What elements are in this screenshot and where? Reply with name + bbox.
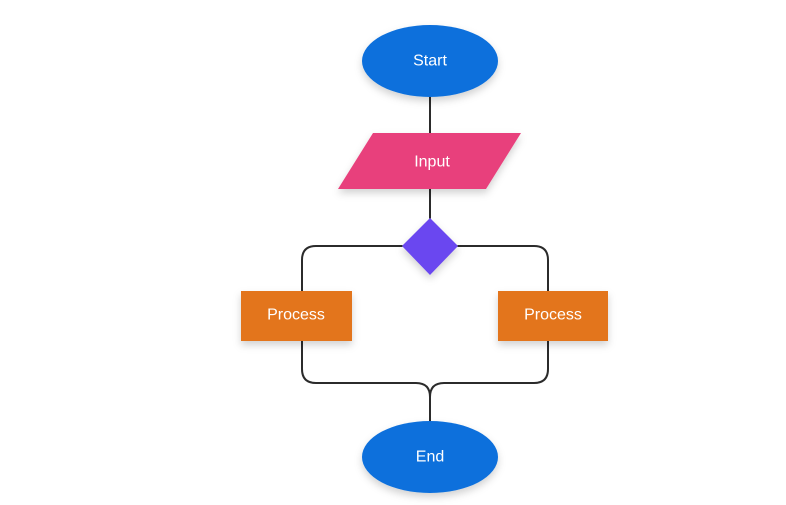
end-shape — [362, 421, 498, 493]
process-left-shape — [241, 291, 352, 341]
end-label: End — [416, 449, 444, 466]
connectors — [301, 95, 549, 424]
start-shape — [362, 25, 498, 97]
start-label: Start — [413, 53, 447, 70]
process-left-node[interactable] — [241, 291, 352, 341]
connector-decision-to-right-process — [457, 245, 549, 292]
start-node[interactable] — [362, 25, 498, 97]
input-label: Input — [414, 154, 450, 171]
process-left-label: Process — [267, 307, 325, 324]
process-right-node[interactable] — [498, 291, 608, 341]
end-node[interactable] — [362, 421, 498, 493]
connector-decision-to-left-process — [301, 245, 403, 292]
input-node[interactable] — [338, 133, 521, 189]
decision-node[interactable] — [402, 218, 458, 275]
connector-right-process-to-merge — [429, 340, 549, 398]
connector-left-process-to-merge — [301, 340, 431, 398]
input-shape — [338, 133, 521, 189]
process-right-shape — [498, 291, 608, 341]
decision-shape — [402, 218, 458, 275]
process-right-label: Process — [524, 307, 582, 324]
